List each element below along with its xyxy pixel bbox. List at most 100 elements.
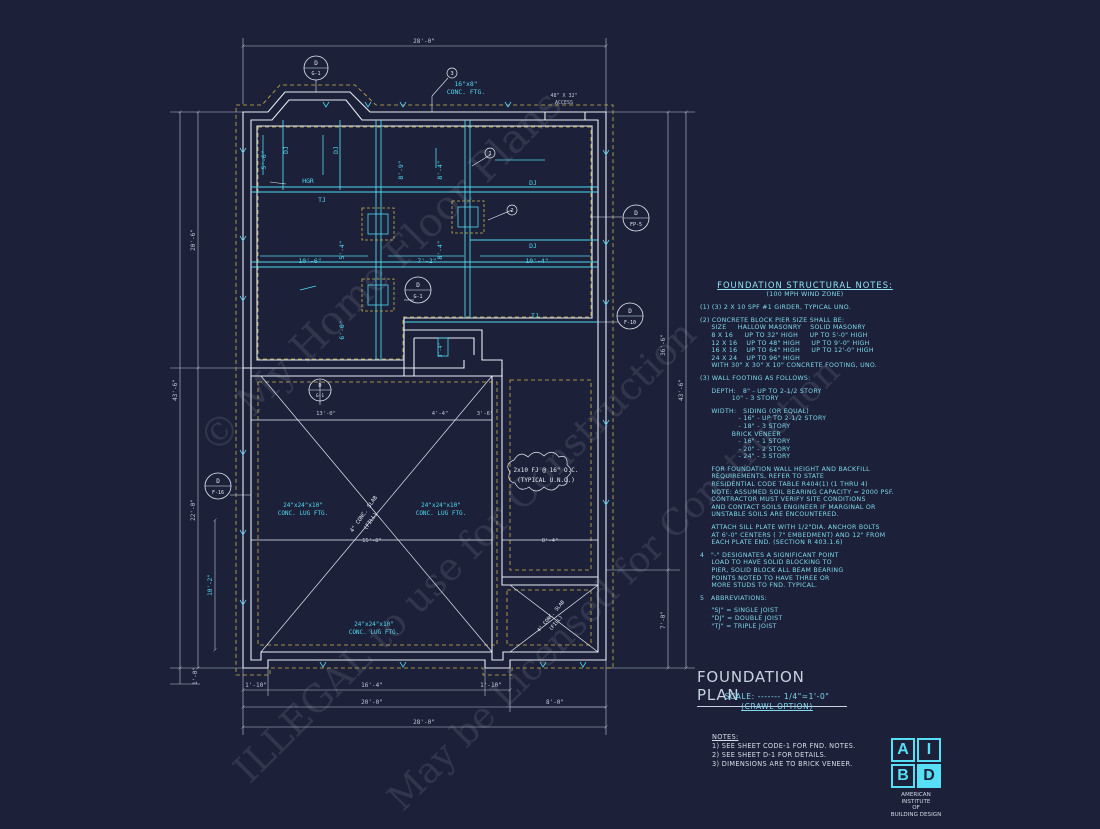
note-line: POINTS NOTED TO HAVE THREE OR (700, 574, 830, 582)
note-line: 10" - 3 STORY (700, 395, 779, 403)
dimension-lines (170, 38, 695, 735)
general-note-2: 2) SEE SHEET D-1 FOR DETAILS. (712, 751, 827, 759)
dim-15-8: 15'-8" (362, 538, 382, 544)
note-line: 24 x 24 UP TO 96" HIGH (700, 354, 801, 362)
callout-3-top: D (416, 282, 420, 289)
note-line: 5 ABBREVIATIONS: (700, 594, 768, 602)
general-note-1: 1) SEE SHEET CODE-1 FOR FND. NOTES. (712, 742, 856, 750)
dj-label-4: DJ (529, 242, 537, 250)
note-line: LOAD TO HAVE SOLID BLOCKING TO (700, 559, 832, 567)
note-line: 4 "-" DESIGNATES A SIGNIFICANT POINT (700, 551, 839, 559)
dim-6-0: 6'-0" (338, 320, 346, 339)
pier-blocks (361, 200, 485, 357)
callout-4-top: D (628, 308, 632, 315)
notes-lines: (1) (3) 2 x 10 SPF #1 GIRDER, TYPICAL UN… (700, 304, 910, 630)
slab-diagonals (251, 375, 599, 653)
marker-2: 2 (510, 208, 513, 214)
anchor-marks (239, 101, 610, 668)
note-line: WITH 30" x 30" x 10" CONCRETE FOOTING, U… (700, 362, 878, 370)
dj-label-3: DJ (529, 179, 537, 187)
note-line: - 24" - 3 STORY (700, 453, 791, 461)
note-line: ATTACH SILL PLATE WITH 1/2"dia. ANCHOR B… (700, 524, 880, 532)
lug-ftg-3-type: CONC. LUG FTG. (349, 629, 400, 636)
note-line: 16 x 16 UP TO 64" HIGH UP TO 12'-0" HIGH (700, 347, 874, 355)
dim-8-4a: 8'-4" (436, 160, 444, 179)
marker-3: 3 (450, 71, 453, 77)
dim-8-4c: 8'-4" (542, 538, 559, 544)
dim-bottom-right: 8'-0" (546, 699, 564, 706)
tj-label-1: TJ (318, 196, 326, 204)
note-line: "TJ" = TRIPLE JOIST (700, 622, 777, 630)
hanger-label: HGR (302, 177, 314, 185)
logo-letter-i: I (917, 738, 941, 762)
dj-label-2: DJ (332, 146, 340, 154)
lug-ftg-3-size: 24"x24"x10" (354, 621, 394, 628)
lug-ftg-2-type: CONC. LUG FTG. (416, 510, 467, 517)
section-callouts (204, 55, 650, 500)
dim-5-6: 5'-6" (260, 150, 268, 169)
notes-subtitle: (100 MPH WIND ZONE) (766, 290, 844, 298)
dim-left-small: 1'-0" (192, 667, 199, 685)
dim-8-9: 8'-9" (397, 160, 405, 179)
note-line: BRICK VENEER (700, 430, 781, 438)
girders-and-joists (251, 120, 598, 360)
dim-7-2: 7'-2" (417, 257, 436, 265)
note-line: (1) (3) 2 x 10 SPF #1 GIRDER, TYPICAL UN… (700, 304, 851, 312)
note-line: SIZE HALLOW MASONRY SOLID MASONRY (700, 324, 866, 332)
dim-bottom-seg2: 16'-4" (361, 682, 383, 689)
note-line: - 16" - 1 STORY (700, 438, 791, 446)
callout-f16 (204, 472, 232, 500)
dim-13-0: 13'-0" (316, 411, 336, 417)
dim-10-6: 10'-6" (298, 257, 321, 265)
general-notes: NOTES: 1) SEE SHEET CODE-1 FOR FND. NOTE… (712, 733, 856, 769)
note-line: WIDTH: SIDING (OR EQUAL) (700, 407, 809, 415)
callout-3-bottom: G-1 (413, 294, 422, 300)
plan-scale: SCALE: ------- 1/4"=1'-0" (724, 692, 830, 701)
dj-label-1: DJ (282, 146, 290, 154)
plan-option: (CRAWL OPTION) (741, 702, 813, 711)
dim-bottom-overall: 28'-0" (413, 719, 435, 726)
callout-5-top: D (318, 383, 321, 389)
plan-title: FOUNDATION PLAN (697, 668, 847, 707)
logo-line-3: BUILDING DESIGN (890, 811, 942, 818)
dim-right-overall: 43'-6" (678, 379, 685, 401)
note-line: 8 x 16 UP TO 32" HIGH UP TO 5'-0" HIGH (700, 331, 868, 339)
note-line: UNSTABLE SOILS ARE ENCOUNTERED. (700, 511, 839, 519)
dim-bottom-seg3: 1'-10" (480, 682, 502, 689)
marker-circles (446, 67, 518, 216)
note-line: CONTRACTOR MUST VERIFY SITE CONDITIONS (700, 496, 866, 504)
access-size: 48" X 32" (550, 93, 577, 99)
note-line: "DJ" = DOUBLE JOIST (700, 614, 783, 622)
callout-2-bottom: FP-5 (630, 222, 642, 228)
callout-6-top: D (216, 478, 220, 485)
callout-g1-low (308, 378, 332, 402)
general-notes-heading: NOTES: (712, 733, 739, 741)
dim-left-overall: 43'-6" (172, 379, 179, 401)
callout-1-bottom: G-1 (311, 71, 320, 77)
footing-outline (235, 84, 614, 676)
access-label: ACCESS (555, 100, 573, 106)
dim-5-4: 5'-4" (338, 240, 346, 259)
plan-scale-block: SCALE: ------- 1/4"=1'-0" (CRAWL OPTION) (712, 692, 842, 712)
aibd-logo-mark: A I B D (891, 738, 941, 788)
logo-caption: AMERICAN INSTITUTE OF BUILDING DESIGN (886, 792, 946, 818)
dim-10-2: 10'-2" (207, 574, 214, 596)
dim-bottom-left: 20'-0" (361, 699, 383, 706)
logo-letter-a: A (891, 738, 915, 762)
note-line: DEPTH: 8" - UP TO 2-1/2 STORY (700, 387, 822, 395)
tj-label-2: TJ (531, 312, 539, 320)
logo-letter-d: D (917, 764, 941, 788)
note-line: AND CONTACT SOILS ENGINEER IF MARGINAL O… (700, 503, 876, 511)
lug-ftg-2-size: 24"x24"x10" (421, 502, 461, 509)
note-line: - 18" - 3 STORY (700, 422, 791, 430)
lug-ftg-1-size: 24"x24"x10" (283, 502, 323, 509)
logo-letter-b: B (891, 764, 915, 788)
callout-6-bottom: F-16 (212, 490, 224, 496)
note-line: 12 x 16 UP TO 48" HIGH UP TO 9'-0" HIGH (700, 339, 870, 347)
fj-note: 2x10 FJ @ 16" O.C. (513, 467, 578, 474)
callout-f10 (616, 302, 644, 330)
general-note-3: 3) DIMENSIONS ARE TO BRICK VENEER. (712, 760, 853, 768)
note-line: (3) WALL FOOTING AS FOLLOWS: (700, 374, 811, 382)
